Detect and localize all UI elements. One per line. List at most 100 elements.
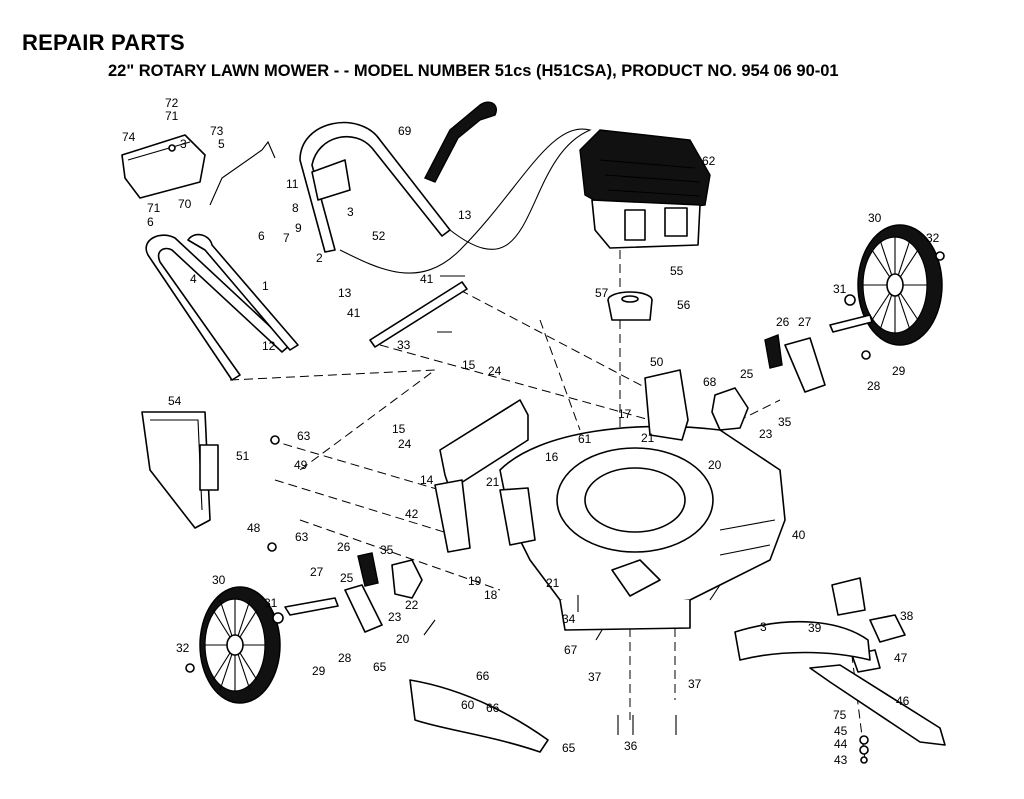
rear-baffle [439,399,529,491]
callout-label: 3 [347,205,354,219]
deck-lower-baffle [611,559,661,597]
callout-label: 26 [337,540,351,554]
callout-label: 66 [476,669,490,683]
callout-label: 15 [392,422,406,436]
callout-label: 20 [708,458,722,472]
callout-label: 32 [926,231,940,245]
upper-handle [299,121,451,253]
callout-label: 71 [165,109,179,123]
callout-label: 68 [703,375,717,389]
callout-label: 28 [867,379,881,393]
callout-label: 28 [338,651,352,665]
callout-label: 5 [218,137,225,151]
callout-label: 9 [295,221,302,235]
callout-label: 33 [397,338,411,352]
axle-left [284,597,339,616]
engine [579,129,711,249]
callout-label: 24 [488,364,502,378]
callout-label: 62 [702,154,716,168]
callout-label: 39 [808,621,822,635]
callout-label: 2 [316,251,323,265]
callout-label: 69 [398,124,412,138]
mower-deck [499,425,786,631]
callout-label: 35 [778,415,792,429]
callout-label: 7 [283,231,290,245]
callout-label: 72 [165,96,179,110]
callout-label: 21 [546,576,560,590]
callout-label: 15 [462,358,476,372]
callout-label: 51 [236,449,250,463]
height-adjuster-right [644,334,826,441]
callout-label: 70 [178,197,192,211]
mower-blade [809,664,946,746]
callout-label: 8 [292,201,299,215]
lower-handle [145,233,299,381]
callout-label: 46 [896,694,910,708]
callout-label: 49 [294,458,308,472]
callout-label: 56 [677,298,691,312]
callout-label: 42 [405,507,419,521]
engine-adapter [607,291,653,321]
page-subtitle: 22" ROTARY LAWN MOWER - - MODEL NUMBER 5… [108,62,839,80]
callout-label: 43 [834,753,848,767]
callout-label: 18 [484,588,498,602]
callout-label: 52 [372,229,386,243]
handle-grip [424,101,497,183]
page-title: REPAIR PARTS [22,30,185,55]
grass-bag-frame [141,411,219,529]
callout-label: 75 [833,708,847,722]
callout-label: 24 [398,437,412,451]
callout-label: 23 [759,427,773,441]
callout-label: 47 [894,651,908,665]
callout-label: 25 [340,571,354,585]
callout-label: 21 [641,431,655,445]
baffle-bracket [831,577,866,616]
callout-label: 60 [461,698,475,712]
shaft-rod [369,281,468,348]
callout-label: 16 [545,450,559,464]
callout-label: 57 [595,286,609,300]
callout-label: 41 [420,272,434,286]
height-adjuster-left [344,479,536,633]
callout-label: 26 [776,315,790,329]
callout-label: 35 [380,543,394,557]
callout-label: 13 [338,286,352,300]
callout-label: 63 [295,530,309,544]
callout-label: 38 [900,609,914,623]
callout-label: 37 [688,677,702,691]
callout-label: 45 [834,724,848,738]
callout-label: 34 [562,612,576,626]
callout-label: 31 [833,282,847,296]
callout-label: 23 [388,610,402,624]
callout-label: 27 [798,315,812,329]
callout-label: 54 [168,394,182,408]
callout-label: 63 [297,429,311,443]
wheel-rear-right [857,224,943,346]
callout-label: 13 [458,208,472,222]
callout-label: 12 [262,339,276,353]
mulch-baffle [734,620,871,661]
callout-label: 30 [868,211,882,225]
callout-label: 65 [373,660,387,674]
callout-label: 65 [562,741,576,755]
axle-right [829,314,873,333]
control-cable [209,140,276,206]
baffle-clip [869,614,906,643]
callout-label: 17 [618,407,632,421]
callout-label: 20 [396,632,410,646]
callout-label: 71 [147,201,161,215]
callout-label: 32 [176,641,190,655]
callout-label: 22 [405,598,419,612]
callout-label: 11 [286,177,299,191]
callout-label: 29 [892,364,906,378]
callout-label: 50 [650,355,664,369]
callout-label: 73 [210,124,224,138]
callout-label: 40 [792,528,806,542]
callout-label: 3 [760,620,767,634]
callout-label: 25 [740,367,754,381]
callout-label: 27 [310,565,324,579]
callout-label: 31 [264,596,278,610]
callout-label: 74 [122,130,136,144]
callout-label: 6 [147,215,154,229]
